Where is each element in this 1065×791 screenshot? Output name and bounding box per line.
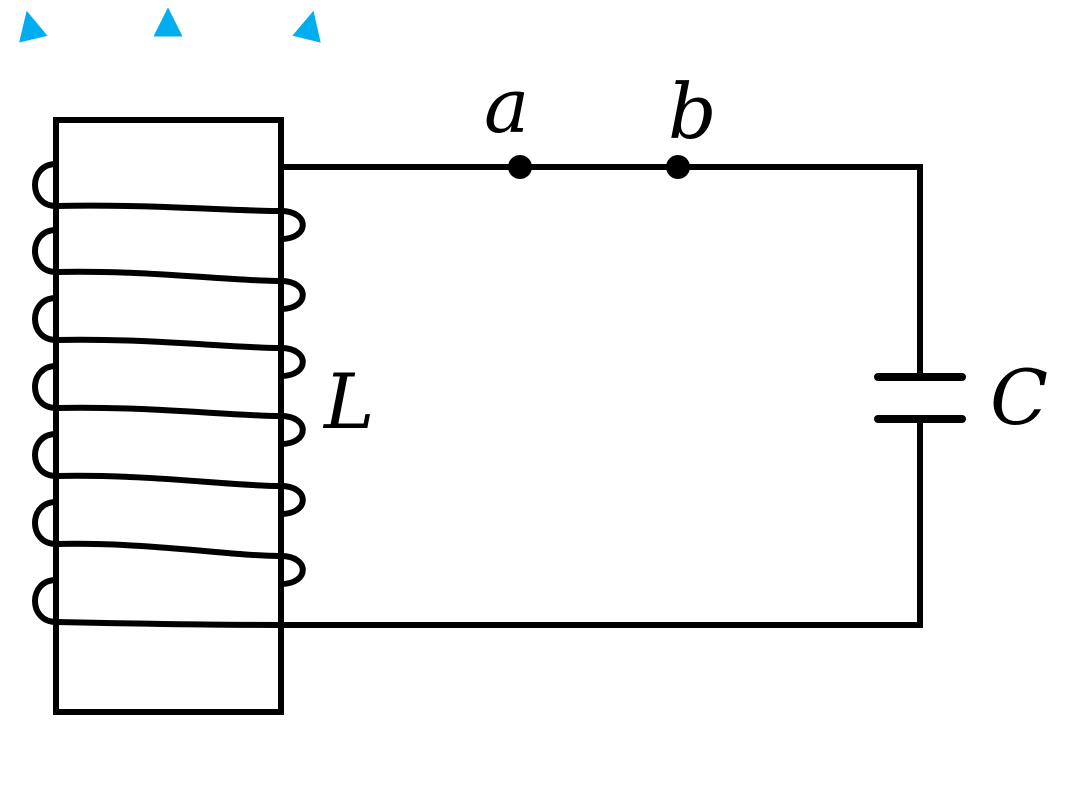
coil-loop-left (32, 577, 59, 625)
capacitor (874, 373, 966, 423)
coil-loop-left (32, 431, 59, 479)
label-point-a: a (484, 61, 529, 150)
label-point-b: b (668, 67, 717, 156)
coil-loop-right (278, 413, 306, 447)
inductor-coil (32, 161, 306, 628)
coil-loop-left (32, 363, 59, 411)
coil-loop-right (278, 483, 306, 517)
coil-loop-right (278, 345, 306, 379)
coil-winding-front (53, 268, 284, 284)
coil-winding-front (53, 336, 284, 351)
terminal-dot-b (666, 155, 690, 179)
coil-loop-left (32, 227, 59, 275)
coil-loop-left (32, 161, 59, 209)
label-inductor: L (322, 357, 374, 446)
circuit-wire (281, 164, 923, 628)
label-capacitor: C (990, 353, 1048, 442)
coil-winding-front (53, 202, 284, 214)
coil-loop-right (278, 278, 306, 312)
coil-lead-bottom (53, 619, 284, 628)
coil-winding-front (53, 540, 284, 559)
coil-winding-front (53, 404, 284, 419)
coil-loop-right (278, 553, 306, 587)
coil-winding-front (53, 472, 284, 489)
coil-loop-left (32, 499, 59, 547)
terminal-dot-a (508, 155, 532, 179)
coil-loop-left (32, 295, 59, 343)
coil-loop-right (278, 208, 306, 242)
magnetic-field-lines (19, 7, 321, 43)
